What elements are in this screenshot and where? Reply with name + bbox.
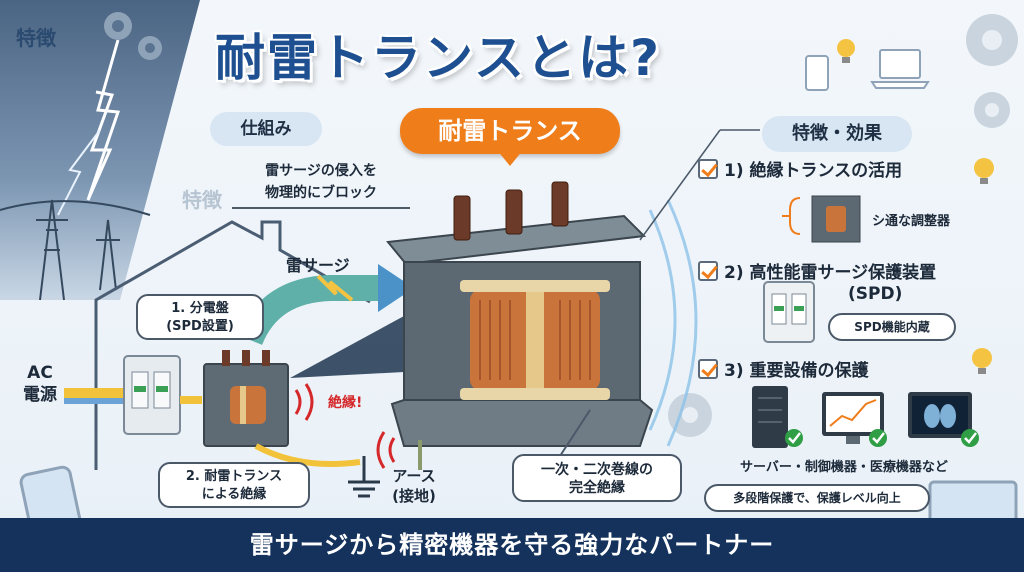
insulation-label: 絶縁! (328, 395, 363, 411)
step1-line2: (SPD設置) (166, 319, 234, 334)
medical-monitor-icon (908, 392, 972, 438)
step2-callout: 2. 耐雷トランス による絶縁 (158, 462, 310, 508)
feature-item-3-sub: サーバー・制御機器・医療機器など (740, 460, 948, 475)
lightbulb-icon (974, 158, 994, 184)
step1-callout: 1. 分電盤 (SPD設置) (136, 294, 264, 340)
isolation-transformer-icon (782, 195, 861, 243)
feature-item-3-label: 3) 重要設備の保護 (724, 361, 869, 381)
block-note: 雷サージの侵入を 物理的にブロック (232, 160, 410, 204)
surge-arrow (237, 275, 380, 346)
ac-input-arrow (64, 388, 130, 398)
ac-line1: AC (27, 363, 53, 383)
surge-label: 雷サージ (286, 256, 350, 275)
feature-item-1-sub: シ通な調整器 (872, 214, 951, 229)
step2-line2: による絶縁 (201, 487, 267, 502)
ground-symbol-icon (348, 456, 380, 498)
insulation-wave-icon (294, 383, 396, 469)
house-outline (94, 220, 371, 420)
page-title: 耐雷トランスとは? (215, 29, 662, 87)
laptop-icon (870, 49, 930, 89)
monitor-chart-icon (822, 392, 884, 444)
earth-line2: (接地) (392, 487, 436, 505)
checkbox-icon (698, 158, 718, 179)
tablet-icon (805, 55, 829, 91)
product-label-pointer (497, 150, 523, 166)
feature-item-2-spd: (SPD) (848, 284, 903, 304)
main-transformer-icon (386, 181, 654, 470)
feature-item-3: 3) 重要設備の保護 (698, 356, 869, 381)
server-icon (752, 386, 788, 448)
ac-power-label: AC 電源 (10, 362, 70, 406)
lightbulb-icon (837, 39, 855, 63)
step2-line1: 2. 耐雷トランス (185, 469, 283, 484)
checkbox-icon (698, 358, 718, 379)
step1-line1: 1. 分電盤 (171, 301, 229, 316)
earth-label: アース (接地) (384, 466, 444, 506)
mechanism-section-label: 仕組み (210, 112, 322, 146)
small-transformer-icon (203, 350, 289, 447)
protection-field-arcs (648, 199, 698, 447)
spd-device-icon (763, 281, 815, 343)
winding-line2: 完全絶縁 (569, 480, 625, 496)
lightning-bolt-icon (86, 39, 121, 201)
feature-item-2: 2) 高性能雷サージ保護装置 (698, 258, 936, 283)
spd-callout: SPD機能内蔵 (828, 313, 956, 341)
breaker-panel-icon (123, 355, 181, 435)
winding-line1: 一次・二次巻線の (541, 462, 653, 478)
multi-stage-callout: 多段階保護で、保護レベル向上 (704, 484, 930, 512)
feature-item-2-label: 2) 高性能雷サージ保護装置 (724, 263, 937, 283)
ground-path (254, 443, 361, 467)
gear-icon (104, 12, 162, 60)
product-label-badge: 耐雷トランス (400, 108, 620, 154)
feature-item-1: 1) 絶縁トランスの活用 (698, 156, 902, 181)
block-note-line1: 雷サージの侵入を (265, 163, 377, 179)
earth-line1: アース (392, 467, 436, 485)
ac-line2: 電源 (23, 385, 57, 405)
gear-icon (668, 14, 1018, 437)
checkbox-icon (698, 260, 718, 281)
feature-item-1-label: 1) 絶縁トランスの活用 (724, 161, 903, 181)
features-section-label: 特徴・効果 (762, 116, 912, 152)
lightbulb-icon (972, 348, 992, 374)
power-pylon-icon (0, 199, 151, 301)
ghost-feature-tag: 特徴 (182, 188, 222, 212)
footer-banner: 雷サージから精密機器を守る強力なパートナー (0, 518, 1024, 572)
corner-feature-tag: 特徴 (16, 26, 56, 50)
winding-callout: 一次・二次巻線の 完全絶縁 (512, 454, 682, 502)
block-note-line2: 物理的にブロック (265, 185, 377, 201)
